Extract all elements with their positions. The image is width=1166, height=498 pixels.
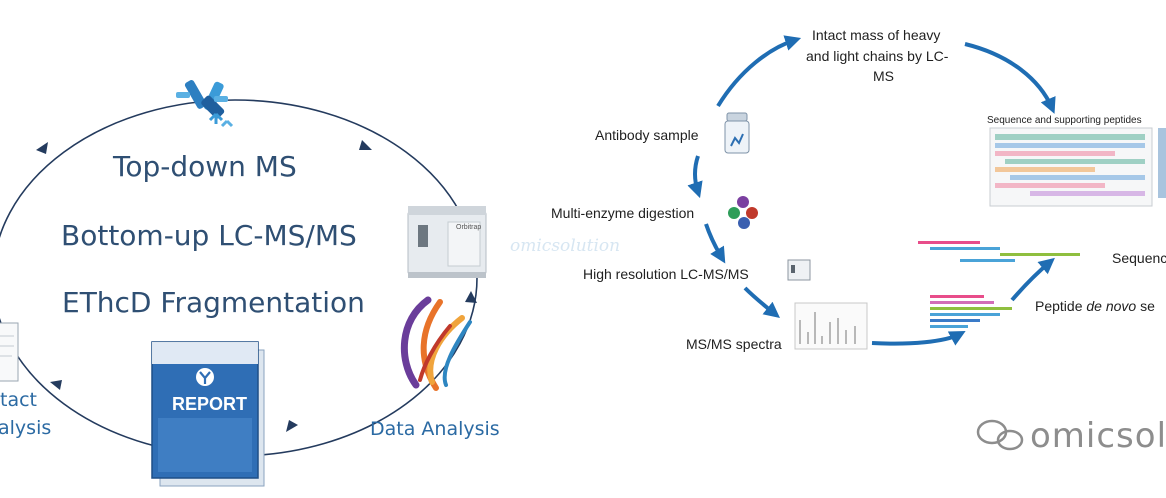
antibody-vial-icon <box>724 112 750 154</box>
peptide-snippets-bottom <box>930 295 1012 328</box>
arrow-antibody-to-intact <box>716 35 802 108</box>
antibody-icon <box>176 80 234 128</box>
wechat-icon <box>976 419 1024 451</box>
arrow-peptides-to-sequence <box>1010 257 1055 302</box>
peptide-de-novo-label: Peptide de novo se <box>1035 298 1155 314</box>
multi-enzyme-label: Multi-enzyme digestion <box>551 205 695 221</box>
sequence-label: Sequenc <box>1112 250 1166 266</box>
method-bottom-up: Bottom-up LC-MS/MS <box>61 219 357 252</box>
intact-analysis-label-line1: tact <box>0 389 37 411</box>
arrow-lcms-to-spectra <box>743 286 780 318</box>
cycle-arrow-right <box>465 291 477 303</box>
watermark-bottom-right: omicsolu <box>1030 416 1166 456</box>
ms-instrument-icon <box>407 206 487 278</box>
lcms-instrument-icon <box>787 259 811 281</box>
antibody-sample-label: Antibody sample <box>595 127 699 143</box>
arrow-digestion-to-lcms <box>704 223 726 264</box>
msms-spectrum-thumbnail <box>794 302 868 350</box>
intact-mass-line3: MS <box>873 68 894 84</box>
cycle-arrow-top-left <box>36 142 48 154</box>
arrow-intact-to-sequence <box>964 42 1056 114</box>
cycle-arrow-top-right <box>359 140 372 150</box>
enzyme-icon <box>728 196 758 229</box>
data-analysis-icon <box>400 296 472 391</box>
intact-mass-line1: Intact mass of heavy <box>812 27 941 43</box>
high-res-lcms-label: High resolution LC-MS/MS <box>583 266 749 282</box>
report-document <box>151 341 265 487</box>
intact-mass-line2: and light chains by LC- <box>806 48 949 64</box>
cycle-arrow-bottom-right <box>286 420 298 432</box>
report-label: REPORT <box>172 394 248 414</box>
method-ethcd: EThcD Fragmentation <box>62 286 365 319</box>
arrow-antibody-to-digestion <box>687 155 703 199</box>
watermark-center: omicsolution <box>510 236 621 256</box>
sequence-supporting-title: Sequence and supporting peptides <box>987 115 1142 126</box>
data-analysis-label: Data Analysis <box>370 418 500 440</box>
peptide-snippets-top <box>918 241 1080 262</box>
flow-arrows <box>687 35 1056 346</box>
intact-analysis-label-line2: alysis <box>0 417 52 439</box>
intact-document <box>0 322 19 382</box>
method-top-down: Top-down MS <box>113 150 297 183</box>
instrument-label: Orbitrap <box>456 224 482 231</box>
arrow-spectra-to-peptides <box>871 330 966 346</box>
cycle-arrow-bottom-left <box>50 380 62 390</box>
sequence-coverage-panel <box>989 127 1166 207</box>
msms-spectra-label: MS/MS spectra <box>686 336 782 352</box>
